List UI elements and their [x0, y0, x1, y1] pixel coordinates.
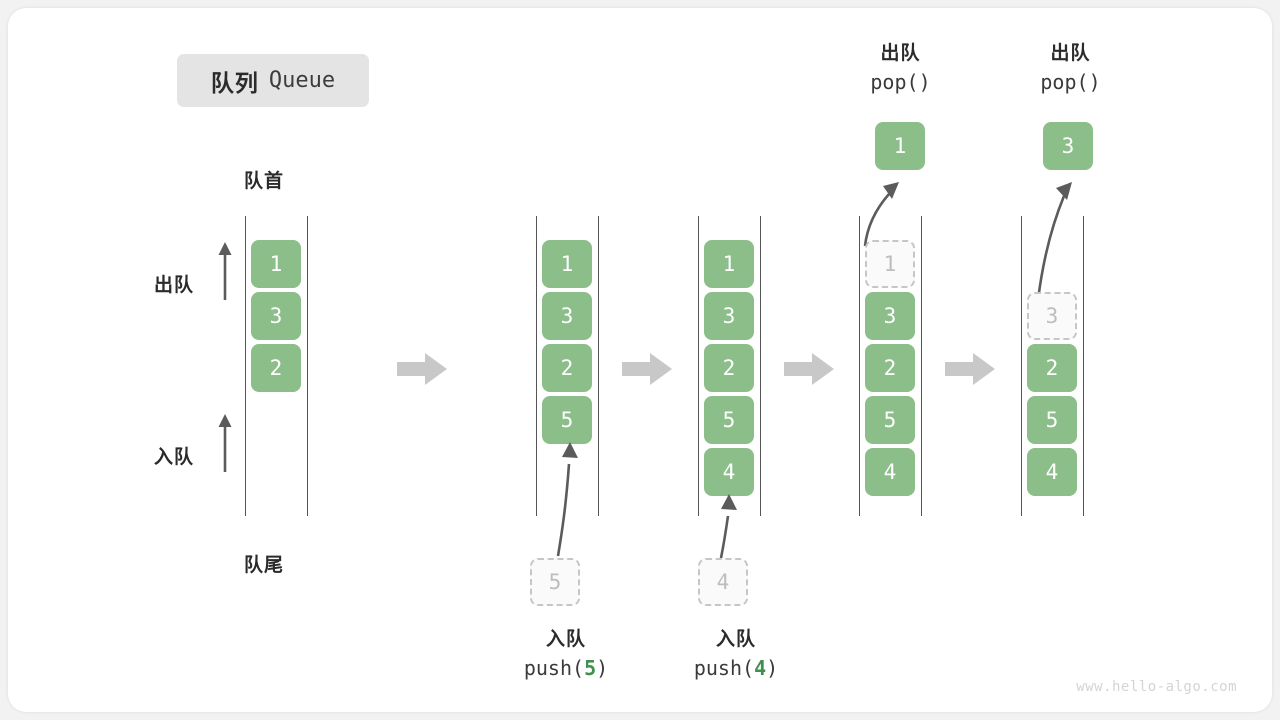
queue-cell: 2 — [865, 344, 915, 392]
queue-cell: 2 — [251, 344, 301, 392]
step-arrow-icon — [784, 353, 834, 385]
diagram-canvas: 队列 Queue 队首 队尾 出队 入队 1 3 2 1 3 2 5 5 入队 … — [8, 8, 1272, 712]
caption-line1: 入队 — [715, 629, 756, 650]
caption-push-5: 入队 push(5) — [491, 626, 641, 683]
queue-cell: 2 — [1027, 344, 1077, 392]
caption-line1: 入队 — [545, 629, 586, 650]
title-english: Queue — [268, 68, 336, 93]
rail-right-col2 — [598, 216, 599, 516]
rail-right-col4 — [921, 216, 922, 516]
title-badge: 队列 Queue — [177, 54, 369, 107]
watermark: www.hello-algo.com — [1076, 679, 1237, 695]
queue-cell: 4 — [865, 448, 915, 496]
queue-cell: 4 — [1027, 448, 1077, 496]
queue-cell: 3 — [542, 292, 592, 340]
caption-line2: push(5) — [523, 655, 609, 680]
ghost-cell: 5 — [530, 558, 580, 606]
queue-cell: 5 — [704, 396, 754, 444]
queue-cell: 1 — [704, 240, 754, 288]
label-front: 队首 — [244, 171, 285, 192]
rail-right-col1 — [307, 216, 308, 516]
label-rear: 队尾 — [244, 555, 285, 576]
rail-right-col3 — [760, 216, 761, 516]
caption-push-4: 入队 push(4) — [661, 626, 811, 683]
queue-cell: 4 — [704, 448, 754, 496]
queue-cell: 3 — [251, 292, 301, 340]
rail-left-col5 — [1021, 216, 1022, 516]
caption-line2: pop() — [1040, 69, 1101, 94]
queue-cell: 2 — [542, 344, 592, 392]
popped-cell: 1 — [875, 122, 925, 170]
label-enqueue: 入队 — [154, 447, 195, 468]
rail-left-col1 — [245, 216, 246, 516]
rail-left-col2 — [536, 216, 537, 516]
queue-cell: 5 — [1027, 396, 1077, 444]
rail-left-col4 — [859, 216, 860, 516]
queue-cell: 3 — [865, 292, 915, 340]
caption-pop-3: 出队 pop() — [998, 40, 1143, 97]
step-arrow-icon — [622, 353, 672, 385]
ghost-cell: 3 — [1027, 292, 1077, 340]
pop-motion-arrow-icon — [863, 182, 899, 247]
dequeue-arrow-icon — [218, 242, 232, 300]
caption-line2: pop() — [870, 69, 931, 94]
title-chinese: 队列 — [210, 69, 259, 96]
push-motion-arrow-icon — [556, 442, 578, 557]
enqueue-arrow-icon — [218, 414, 232, 472]
queue-cell: 5 — [865, 396, 915, 444]
step-arrow-icon — [397, 353, 447, 385]
queue-cell: 2 — [704, 344, 754, 392]
queue-cell: 1 — [542, 240, 592, 288]
push-motion-arrow-icon — [719, 494, 737, 559]
queue-cell: 3 — [704, 292, 754, 340]
label-dequeue: 出队 — [154, 275, 195, 296]
rail-left-col3 — [698, 216, 699, 516]
caption-pop-1: 出队 pop() — [828, 40, 973, 97]
pop-motion-arrow-icon — [1036, 182, 1072, 301]
caption-line2: push(4) — [693, 655, 779, 680]
queue-cell: 1 — [251, 240, 301, 288]
caption-line1: 出队 — [1050, 43, 1091, 64]
step-arrow-icon — [945, 353, 995, 385]
ghost-cell: 1 — [865, 240, 915, 288]
popped-cell: 3 — [1043, 122, 1093, 170]
rail-right-col5 — [1083, 216, 1084, 516]
queue-cell: 5 — [542, 396, 592, 444]
ghost-cell: 4 — [698, 558, 748, 606]
caption-line1: 出队 — [880, 43, 921, 64]
